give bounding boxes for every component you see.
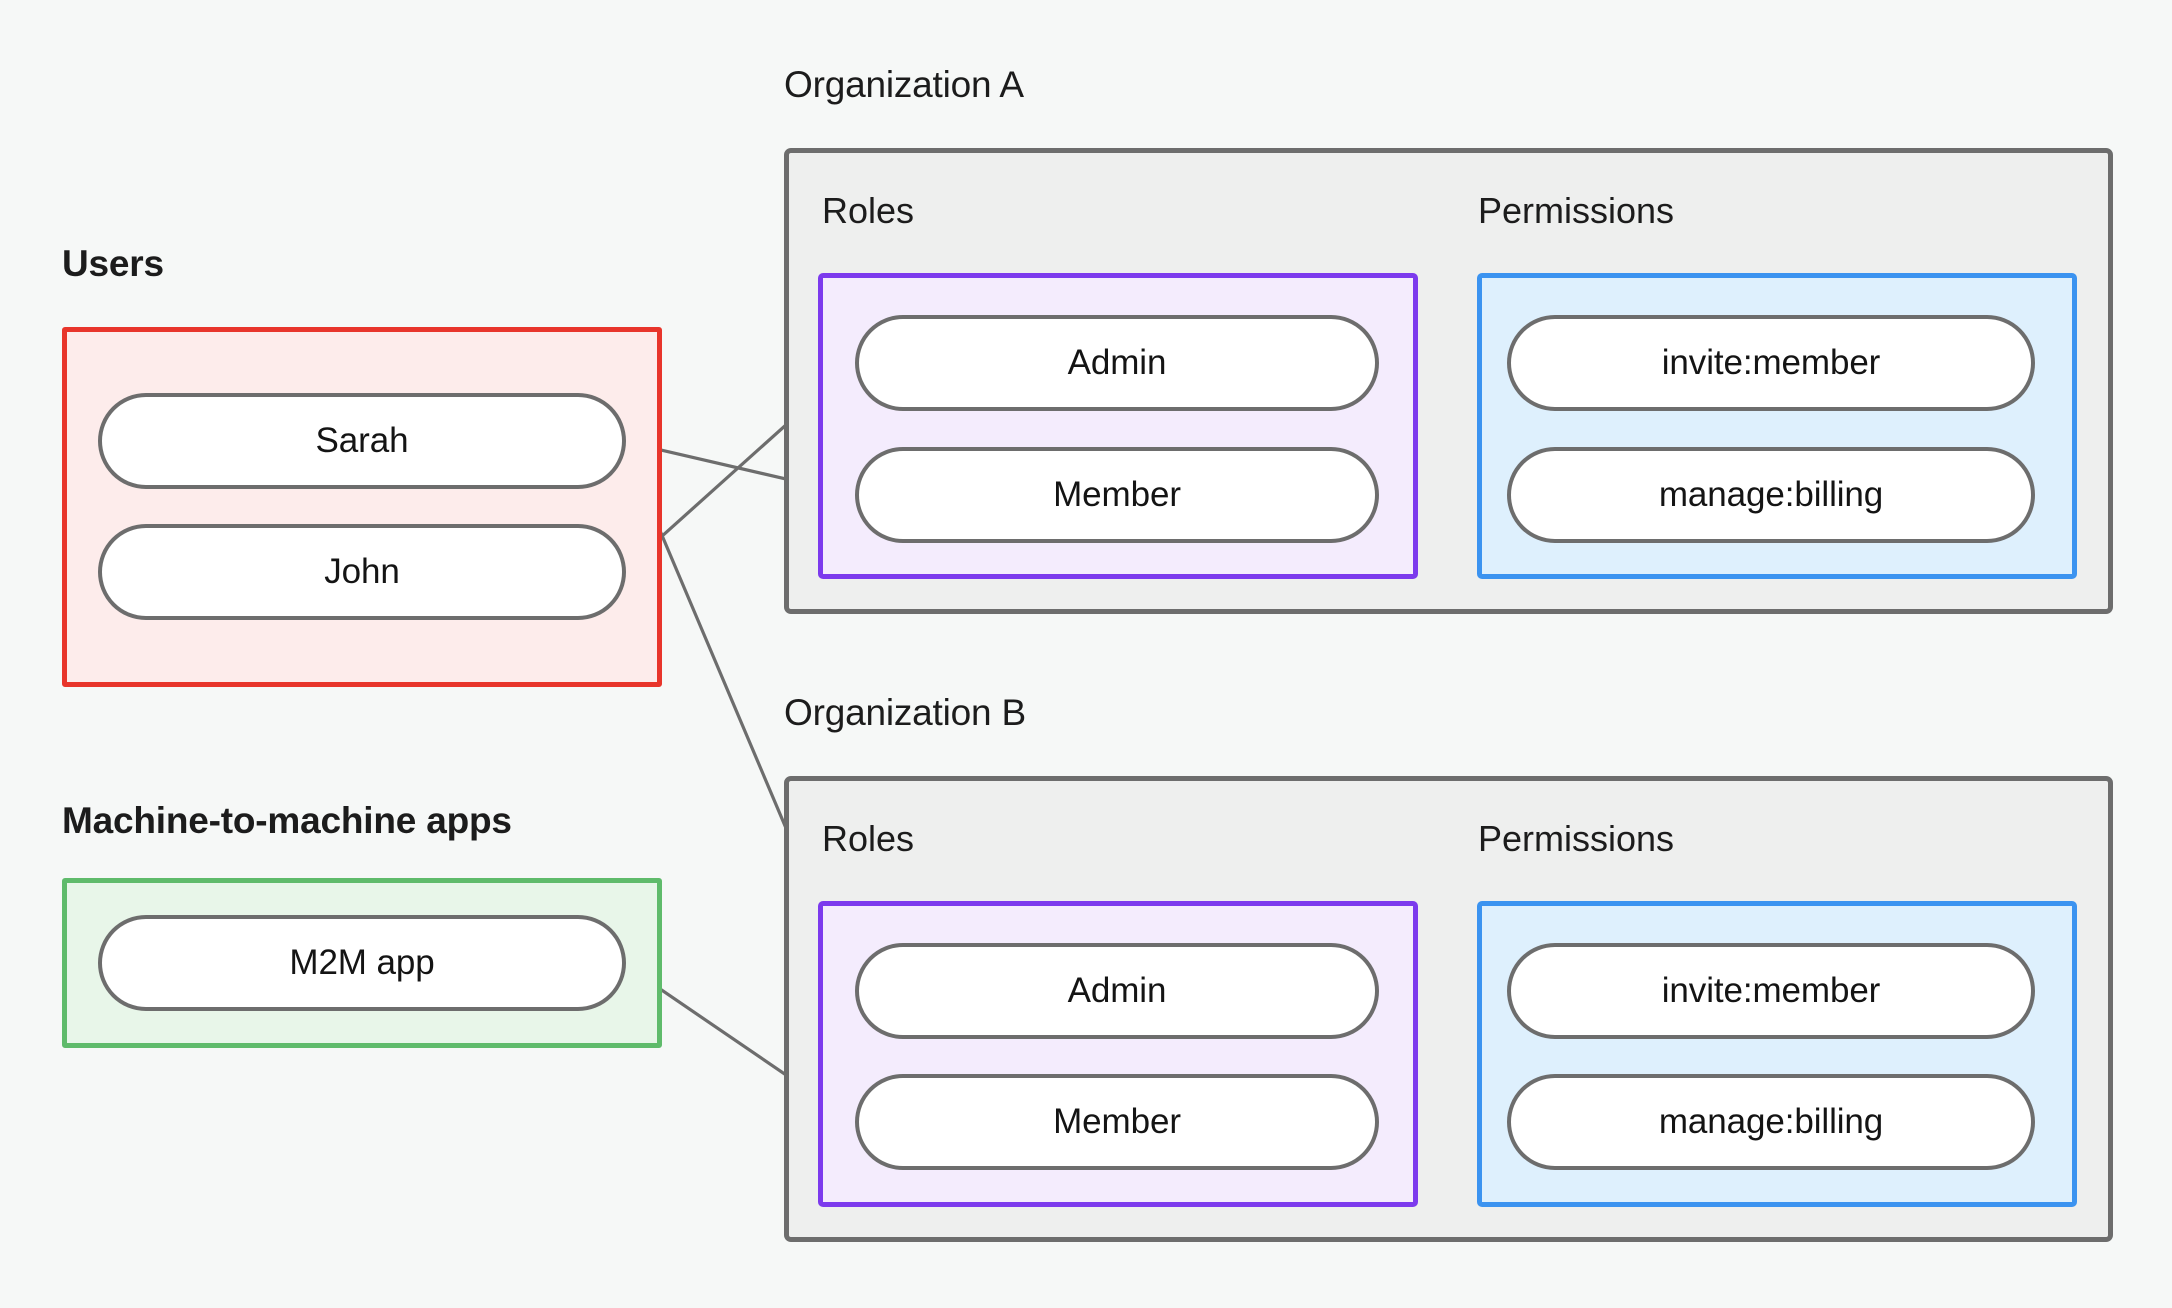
org-b-role-pill-member[interactable]: Member — [855, 1074, 1379, 1170]
org-a-permissions-title: Permissions — [1478, 190, 1675, 231]
org-b-permission-pill-manage-billing[interactable]: manage:billing — [1507, 1074, 2035, 1170]
users-section-title: Users — [62, 243, 164, 284]
org-b-roles-title: Roles — [822, 818, 915, 859]
org-a-permission-pill-manage-billing[interactable]: manage:billing — [1507, 447, 2035, 543]
users-container — [62, 327, 662, 687]
org-b-permission-pill-invite-member[interactable]: invite:member — [1507, 943, 2035, 1039]
m2m-pill-app[interactable]: M2M app — [98, 915, 626, 1011]
org-b-title: Organization B — [784, 692, 1026, 733]
org-a-roles-title: Roles — [822, 190, 915, 231]
org-a-role-pill-admin[interactable]: Admin — [855, 315, 1379, 411]
m2m-section-title: Machine-to-machine apps — [62, 800, 512, 841]
user-pill-john[interactable]: John — [98, 524, 626, 620]
org-b-permissions-title: Permissions — [1478, 818, 1675, 859]
org-a-title: Organization A — [784, 64, 1024, 105]
org-b-role-pill-admin[interactable]: Admin — [855, 943, 1379, 1039]
org-a-role-pill-member[interactable]: Member — [855, 447, 1379, 543]
org-a-permission-pill-invite-member[interactable]: invite:member — [1507, 315, 2035, 411]
user-pill-sarah[interactable]: Sarah — [98, 393, 626, 489]
